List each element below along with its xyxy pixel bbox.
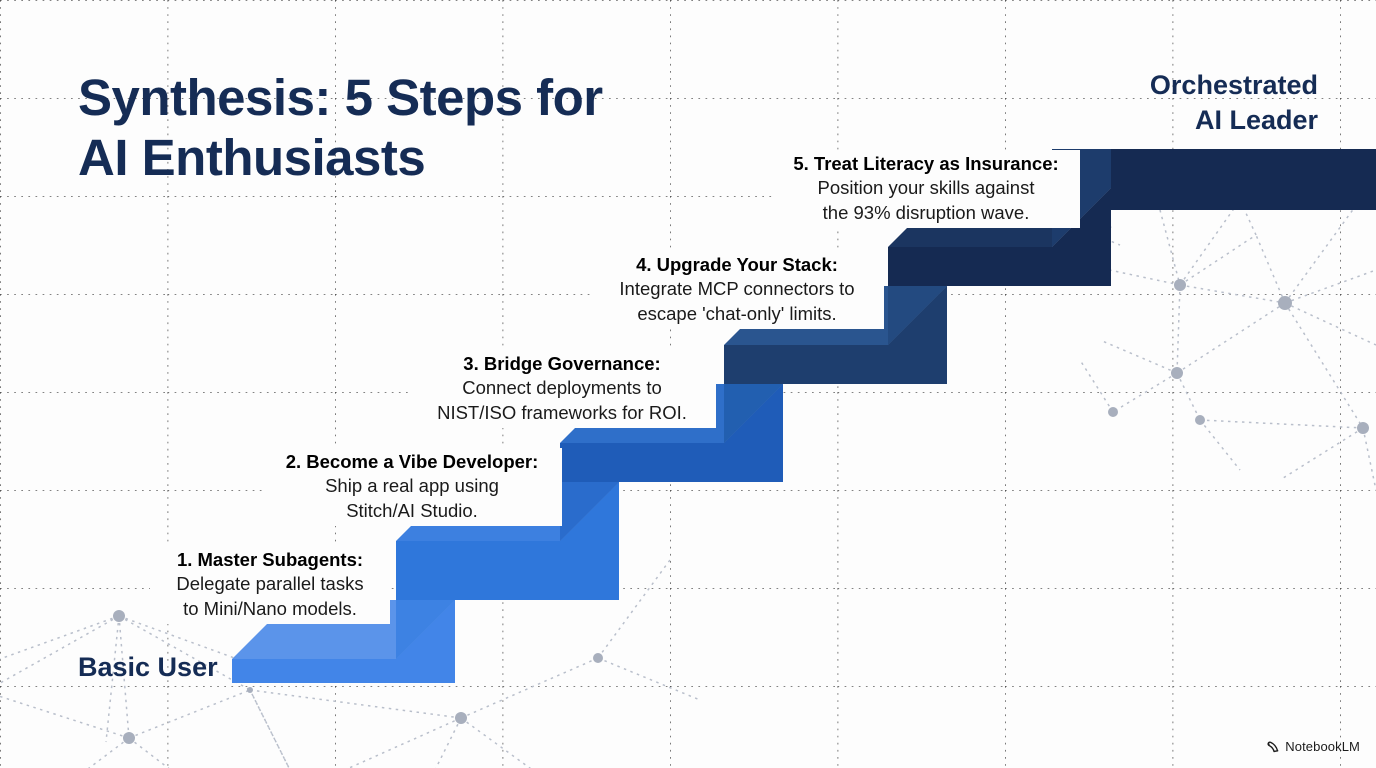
step-4-heading: 4. Upgrade Your Stack:	[636, 254, 838, 275]
step-caption-1: 1. Master Subagents: Delegate parallel t…	[150, 546, 390, 625]
axis-label-end-line-1: Orchestrated	[1149, 70, 1318, 100]
step-4-body-line-2: escape 'chat-only' limits.	[637, 302, 837, 324]
axis-label-end-line-2: AI Leader	[1194, 105, 1318, 136]
step-1-heading: 1. Master Subagents:	[176, 549, 364, 570]
step-4-body-line-1: Integrate MCP connectors to	[619, 278, 855, 300]
notebooklm-spiral-icon	[1265, 739, 1280, 754]
step-5-heading: 5. Treat Literacy as Insurance:	[793, 153, 1059, 174]
step-2-body-line-1: Ship a real app using	[325, 475, 499, 497]
page-title-line-2: AI Enthusiasts	[78, 129, 426, 187]
axis-label-start: Basic User	[78, 652, 218, 682]
step-caption-4: 4. Upgrade Your Stack: Integrate MCP con…	[590, 251, 884, 330]
step-3-body-line-1: Connect deployments to	[462, 377, 662, 399]
step-5-body-line-1: Position your skills against	[817, 177, 1035, 199]
notebooklm-watermark: NotebookLM	[1265, 739, 1360, 754]
page-title: Synthesis: 5 Steps for AI Enthusiasts	[78, 68, 698, 188]
step-1-body-line-2: to Mini/Nano models.	[183, 597, 357, 619]
step-3-body-line-2: NIST/ISO frameworks for ROI.	[437, 401, 687, 423]
step-caption-2: 2. Become a Vibe Developer: Ship a real …	[262, 448, 562, 527]
step-1-body-line-1: Delegate parallel tasks	[176, 573, 364, 595]
notebooklm-label: NotebookLM	[1285, 739, 1360, 754]
axis-label-end: Orchestrated AI Leader	[988, 68, 1318, 138]
step-2-heading: 2. Become a Vibe Developer:	[285, 451, 539, 472]
page-title-line-1: Synthesis: 5 Steps for	[78, 69, 603, 126]
step-3-heading: 3. Bridge Governance:	[463, 353, 661, 374]
step-2-body-line-2: Stitch/AI Studio.	[346, 499, 478, 521]
step-5-body-line-2: the 93% disruption wave.	[822, 201, 1030, 223]
step-caption-5: 5. Treat Literacy as Insurance: Position…	[772, 150, 1080, 229]
step-caption-3: 3. Bridge Governance: Connect deployment…	[408, 350, 716, 429]
